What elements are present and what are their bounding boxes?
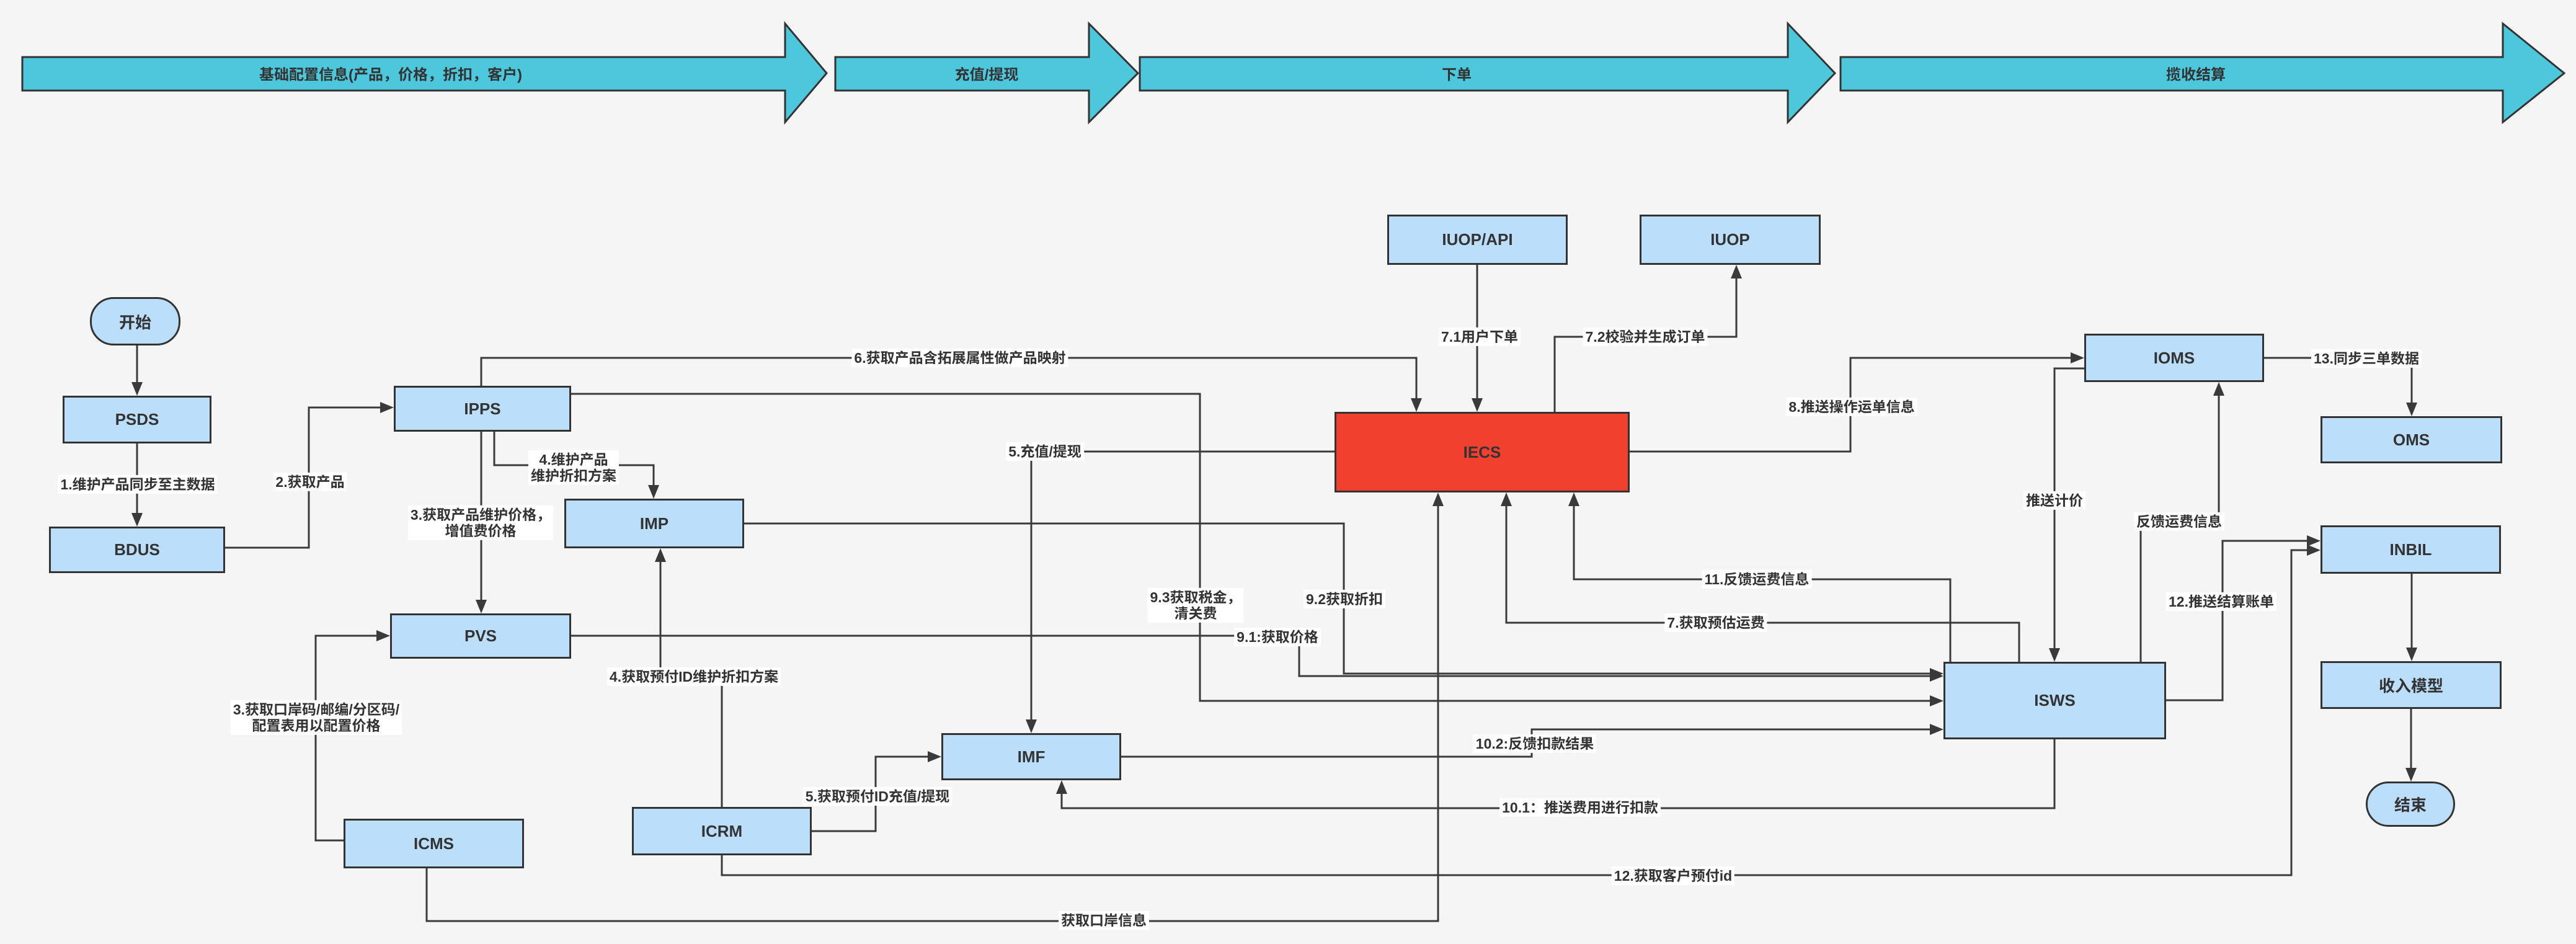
arrowhead-pvs-isws xyxy=(1930,670,1943,682)
node-icrm: ICRM xyxy=(632,807,812,855)
node-iuop: IUOP xyxy=(1640,215,1821,265)
arrowhead-iecs-iuop xyxy=(1731,265,1742,278)
node-inbil: INBIL xyxy=(2321,525,2501,574)
edge-label-bdus-ipps: 2.获取产品 xyxy=(273,472,347,492)
node-icms: ICMS xyxy=(344,819,524,868)
banner-label-recharge-withdraw: 充值/提现 xyxy=(954,66,1019,84)
node-iecs: IECS xyxy=(1335,412,1630,492)
edge-label-icms-iecs: 获取口岸信息 xyxy=(1059,911,1149,930)
edge-icrm-inbil xyxy=(721,549,2307,876)
node-revenue-model: 收入模型 xyxy=(2321,661,2502,709)
arrowhead-isws-iecs-estimate xyxy=(1501,492,1512,506)
arrowhead-ipps-pvs xyxy=(476,600,487,613)
edge-icms-iecs xyxy=(425,506,1439,922)
arrowhead-icms-iecs xyxy=(1432,492,1444,506)
arrowhead-icms-pvs xyxy=(376,630,390,641)
node-bdus: BDUS xyxy=(49,527,225,573)
arrowhead-icrm-imf xyxy=(928,751,941,762)
edge-label-icrm-imf: 5.获取预付ID充值/提现 xyxy=(802,786,953,806)
edge-label-icrm-inbil: 12.获取客户预付id xyxy=(1611,866,1735,886)
arrowhead-isws-iecs-freight xyxy=(1568,492,1579,506)
edge-label-isws-inbil: 12.推送结算账单 xyxy=(2166,592,2276,612)
edge-label-iuopapi-iecs: 7.1用户下单 xyxy=(1439,327,1521,347)
arrowhead-icrm-inbil xyxy=(2307,545,2321,556)
edge-isws-inbil xyxy=(2166,540,2307,701)
arrowhead-iuopapi-iecs xyxy=(1472,398,1483,412)
banner-label-basic-config: 基础配置信息(产品，价格，折扣，客户) xyxy=(259,66,522,84)
arrowhead-revenue-end xyxy=(2405,768,2417,781)
arrowhead-icrm-imp xyxy=(655,548,666,562)
arrowhead-isws-imf xyxy=(1056,780,1067,794)
arrowhead-iecs-ioms xyxy=(2071,352,2084,363)
node-end: 结束 xyxy=(2366,781,2455,827)
node-imf: IMF xyxy=(941,733,1121,780)
node-imp: IMP xyxy=(564,499,744,548)
arrowhead-bdus-ipps xyxy=(380,402,394,413)
arrowhead-imf-isws xyxy=(1930,724,1943,735)
edge-label-isws-imf: 10.1：推送费用进行扣款 xyxy=(1499,798,1661,817)
node-iuop-api: IUOP/API xyxy=(1387,215,1568,265)
edge-label-ipps-iecs: 6.获取产品含拓展属性做产品映射 xyxy=(851,348,1068,368)
edge-icms-pvs xyxy=(314,635,376,842)
edge-label-ipps-isws: 9.3获取税金， 清关费 xyxy=(1147,587,1244,623)
edge-label-isws-iecs-freight: 11.反馈运费信息 xyxy=(1702,569,1812,589)
banner-arrow-place-order xyxy=(1139,21,1837,125)
arrowhead-isws-inbil xyxy=(2307,535,2321,546)
node-psds: PSDS xyxy=(63,396,211,443)
edge-label-iecs-imf: 5.充值/提现 xyxy=(1006,442,1084,461)
arrowhead-ipps-imp xyxy=(648,485,659,499)
arrowhead-isws-ioms xyxy=(2213,382,2224,396)
edge-ipps-isws xyxy=(571,393,1930,702)
banner-arrow-recharge-withdraw xyxy=(834,21,1140,125)
node-ioms: IOMS xyxy=(2084,334,2264,382)
banner-label-pickup-settlement: 揽收结算 xyxy=(2166,66,2226,84)
node-start: 开始 xyxy=(90,297,180,345)
edge-label-icms-pvs: 3.获取口岸码/邮编/分区码/ 配置表用以配置价格 xyxy=(230,700,402,736)
arrowhead-iecs-imf xyxy=(1026,719,1037,733)
edge-pvs-isws xyxy=(571,635,1930,677)
edge-ioms-isws xyxy=(2053,367,2084,648)
edge-label-iecs-iuop: 7.2校验并生成订单 xyxy=(1583,327,1708,347)
edge-label-icrm-imp: 4.获取预付ID维护折扣方案 xyxy=(606,667,781,687)
node-pvs: PVS xyxy=(390,613,571,659)
arrowhead-ioms-isws xyxy=(2049,648,2060,662)
edge-label-psds-bdus: 1.维护产品同步至主数据 xyxy=(58,474,218,494)
node-oms: OMS xyxy=(2321,416,2502,463)
node-isws: ISWS xyxy=(1943,662,2166,739)
edge-label-imf-isws: 10.2:反馈扣款结果 xyxy=(1473,734,1597,754)
banner-arrow-basic-config xyxy=(21,20,828,125)
edge-label-ioms-oms: 13.同步三单数据 xyxy=(2311,349,2422,368)
arrowhead-inbil-revenue xyxy=(2406,648,2417,661)
banner-arrow-pickup-settlement xyxy=(1839,21,2566,125)
arrowhead-ipps-isws xyxy=(1930,695,1943,706)
edge-label-ipps-imp: 4.维护产品 维护折扣方案 xyxy=(528,450,619,486)
edge-label-ioms-isws: 推送计价 xyxy=(2023,491,2085,510)
edge-label-iecs-ioms: 8.推送操作运单信息 xyxy=(1786,397,1917,417)
arrowhead-start-psds xyxy=(131,382,143,396)
edge-label-isws-ioms: 反馈运费信息 xyxy=(2134,512,2224,532)
arrowhead-psds-bdus xyxy=(131,513,143,527)
edge-label-imp-isws: 9.2获取折扣 xyxy=(1304,589,1385,609)
banner-label-place-order: 下单 xyxy=(1442,66,1472,84)
node-ipps: IPPS xyxy=(394,386,571,432)
edge-label-isws-iecs-estimate: 7.获取预估运费 xyxy=(1664,613,1767,633)
edge-iecs-imf xyxy=(1030,450,1335,719)
edge-label-ipps-pvs: 3.获取产品维护价格， 增值费价格 xyxy=(407,505,554,541)
arrowhead-ipps-iecs xyxy=(1411,398,1422,412)
arrowhead-ioms-oms xyxy=(2406,403,2417,416)
edge-label-pvs-isws: 9.1:获取价格 xyxy=(1234,627,1321,647)
